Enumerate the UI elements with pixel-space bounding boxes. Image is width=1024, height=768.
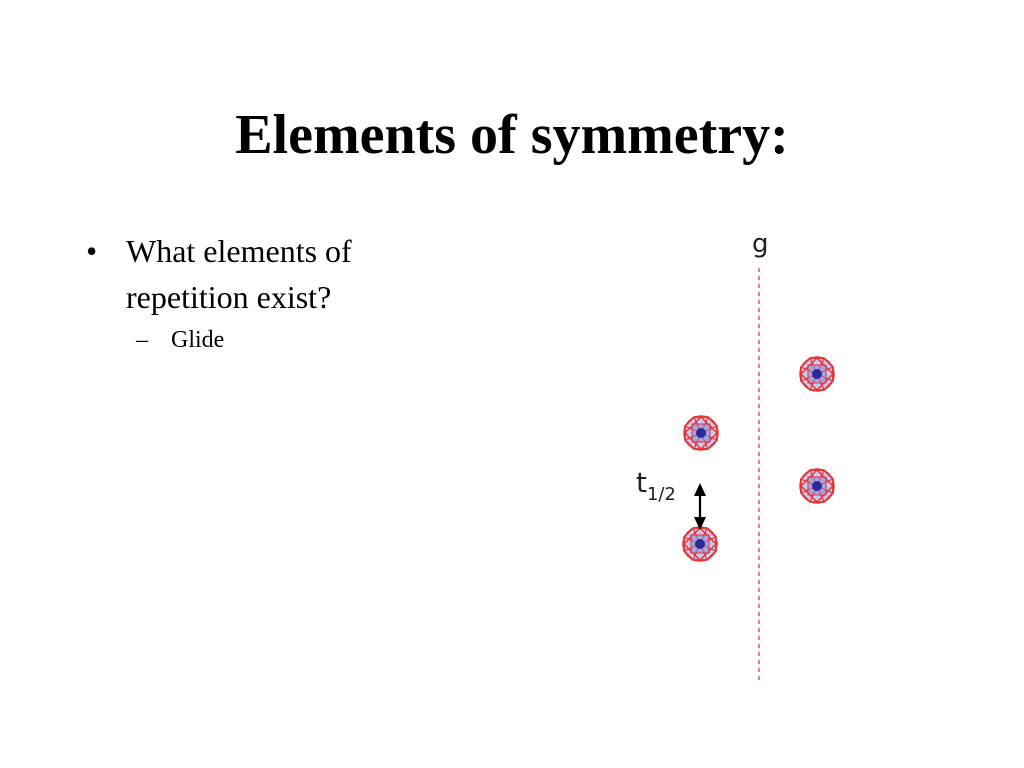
motif-octahedron-icon — [683, 415, 719, 451]
bullet-marker: • — [86, 233, 98, 269]
double-arrow-icon — [694, 483, 706, 530]
translation-label-sub: 1/2 — [647, 484, 676, 505]
translation-label: t1/2 — [636, 466, 676, 505]
sub-bullet-marker: – — [136, 327, 148, 353]
translation-label-main: t — [636, 466, 647, 499]
motif-octahedron-icon — [799, 356, 835, 392]
glide-symmetry-diagram: g t1/2 — [636, 229, 835, 684]
sub-bullet-text: Glide — [171, 327, 225, 353]
bullet-item: • What elements of repetition exist? – G… — [84, 228, 464, 356]
glide-plane-label: g — [752, 229, 769, 259]
motif-octahedron-icon — [682, 526, 718, 562]
sub-bullet-list: – Glide — [126, 324, 464, 356]
bullet-text: What elements of repetition exist? — [126, 233, 352, 315]
bullet-list: • What elements of repetition exist? – G… — [84, 228, 464, 356]
slide-title: Elements of symmetry: — [235, 104, 789, 166]
sub-bullet-item: – Glide — [126, 324, 464, 356]
motif-octahedron-icon — [799, 468, 835, 504]
